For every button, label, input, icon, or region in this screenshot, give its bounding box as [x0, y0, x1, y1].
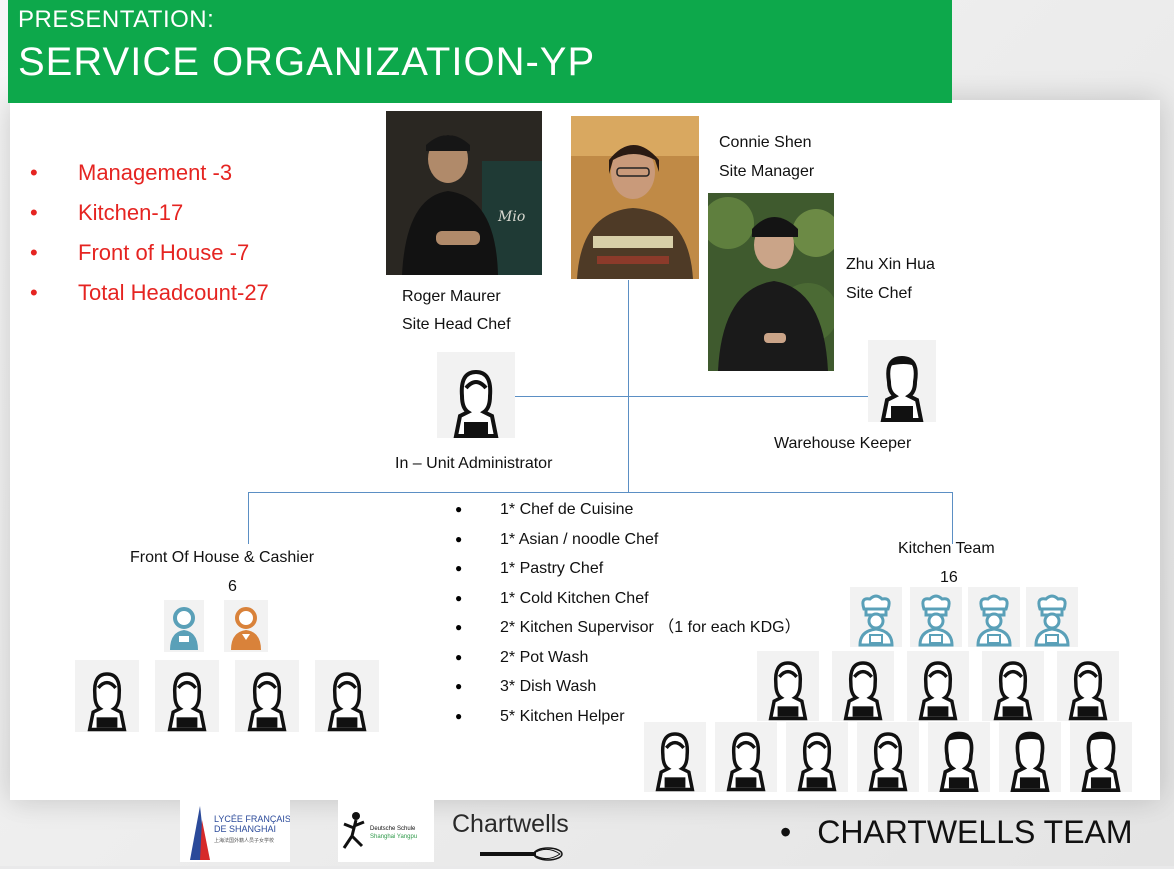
chartwells-team-label: CHARTWELLS TEAM [780, 814, 1132, 851]
connector-line [248, 492, 249, 544]
warehouse-label: Warehouse Keeper [774, 435, 912, 452]
duty-item: 2* Pot Wash [452, 643, 801, 673]
connector-line [515, 396, 628, 397]
svg-text:Chartwells: Chartwells [452, 810, 569, 838]
chef-icon [910, 587, 962, 647]
cashier-icon [164, 600, 204, 652]
duty-item: 3* Dish Wash [452, 672, 801, 702]
summary-item: Management -3 [30, 158, 269, 198]
person-icon [235, 660, 299, 732]
roger-maurer-photo: Mio [386, 111, 542, 275]
duty-item: 2* Kitchen Supervisor （1 for each KDG） [452, 613, 801, 643]
kitchen-team-count: 16 [940, 569, 958, 586]
front-of-house-title: Front Of House & Cashier [130, 549, 315, 566]
person-icon [907, 651, 969, 721]
person-icon [786, 722, 848, 792]
duty-item: 1* Chef de Cuisine [452, 495, 801, 525]
connector-line [248, 492, 953, 493]
svg-text:Shanghai Yangpu: Shanghai Yangpu [370, 834, 417, 840]
person-icon [437, 352, 515, 438]
zhu-xin-hua-photo [708, 193, 834, 371]
kitchen-team-title: Kitchen Team [898, 540, 995, 557]
person-icon [155, 660, 219, 732]
duty-item: 1* Cold Kitchen Chef [452, 584, 801, 614]
administrator-label: In – Unit Administrator [395, 455, 553, 472]
front-of-house-count: 6 [228, 578, 237, 595]
roger-name: Roger Maurer [402, 288, 501, 305]
lycee-francais-logo: LYCÉE FRANÇAIS DE SHANGHAI 上海法国外籍人员子女学校 [180, 800, 291, 862]
duty-item: 1* Pastry Chef [452, 554, 801, 584]
chartwells-logo: Chartwells [452, 806, 582, 864]
person-icon [868, 340, 936, 422]
person-icon [928, 722, 990, 792]
person-icon [715, 722, 777, 792]
person-icon [857, 722, 919, 792]
svg-text:Deutsche Schule: Deutsche Schule [370, 826, 416, 832]
banner-kicker: PRESENTATION: [18, 6, 215, 33]
svg-text:上海法国外籍人员子女学校: 上海法国外籍人员子女学校 [214, 837, 274, 844]
duty-item: 5* Kitchen Helper [452, 702, 801, 732]
person-icon [982, 651, 1044, 721]
zhu-name: Zhu Xin Hua [846, 256, 935, 273]
connie-role: Site Manager [719, 163, 815, 180]
connie-shen-photo [571, 116, 699, 279]
chef-icon [968, 587, 1020, 647]
kitchen-duties-list: 1* Chef de Cuisine 1* Asian / noodle Che… [452, 495, 801, 731]
chef-icon [850, 587, 902, 647]
roger-role: Site Head Chef [402, 316, 511, 333]
zhu-role: Site Chef [846, 285, 912, 302]
connector-line [952, 492, 953, 544]
person-icon [1057, 651, 1119, 721]
waiter-icon [224, 600, 268, 652]
svg-text:LYCÉE FRANÇAIS: LYCÉE FRANÇAIS [214, 814, 290, 824]
connector-line [628, 280, 629, 492]
person-icon [1070, 722, 1132, 792]
summary-item: Front of House -7 [30, 238, 269, 278]
deutsche-schule-logo: Deutsche Schule Shanghai Yangpu [338, 800, 434, 862]
headcount-summary: Management -3 Kitchen-17 Front of House … [30, 158, 269, 318]
person-icon [315, 660, 379, 732]
person-icon [644, 722, 706, 792]
person-icon [999, 722, 1061, 792]
duty-item: 1* Asian / noodle Chef [452, 525, 801, 555]
chef-icon [1026, 587, 1078, 647]
summary-item: Kitchen-17 [30, 198, 269, 238]
summary-item: Total Headcount-27 [30, 278, 269, 318]
svg-text:DE SHANGHAI: DE SHANGHAI [214, 824, 276, 834]
banner-title: SERVICE ORGANIZATION-YP [18, 40, 596, 84]
title-banner: PRESENTATION: SERVICE ORGANIZATION-YP [8, 0, 952, 103]
person-icon [75, 660, 139, 732]
connector-line [628, 396, 868, 397]
person-icon [832, 651, 894, 721]
connie-name: Connie Shen [719, 134, 812, 151]
svg-text:Mio: Mio [497, 209, 525, 225]
person-icon [757, 651, 819, 721]
